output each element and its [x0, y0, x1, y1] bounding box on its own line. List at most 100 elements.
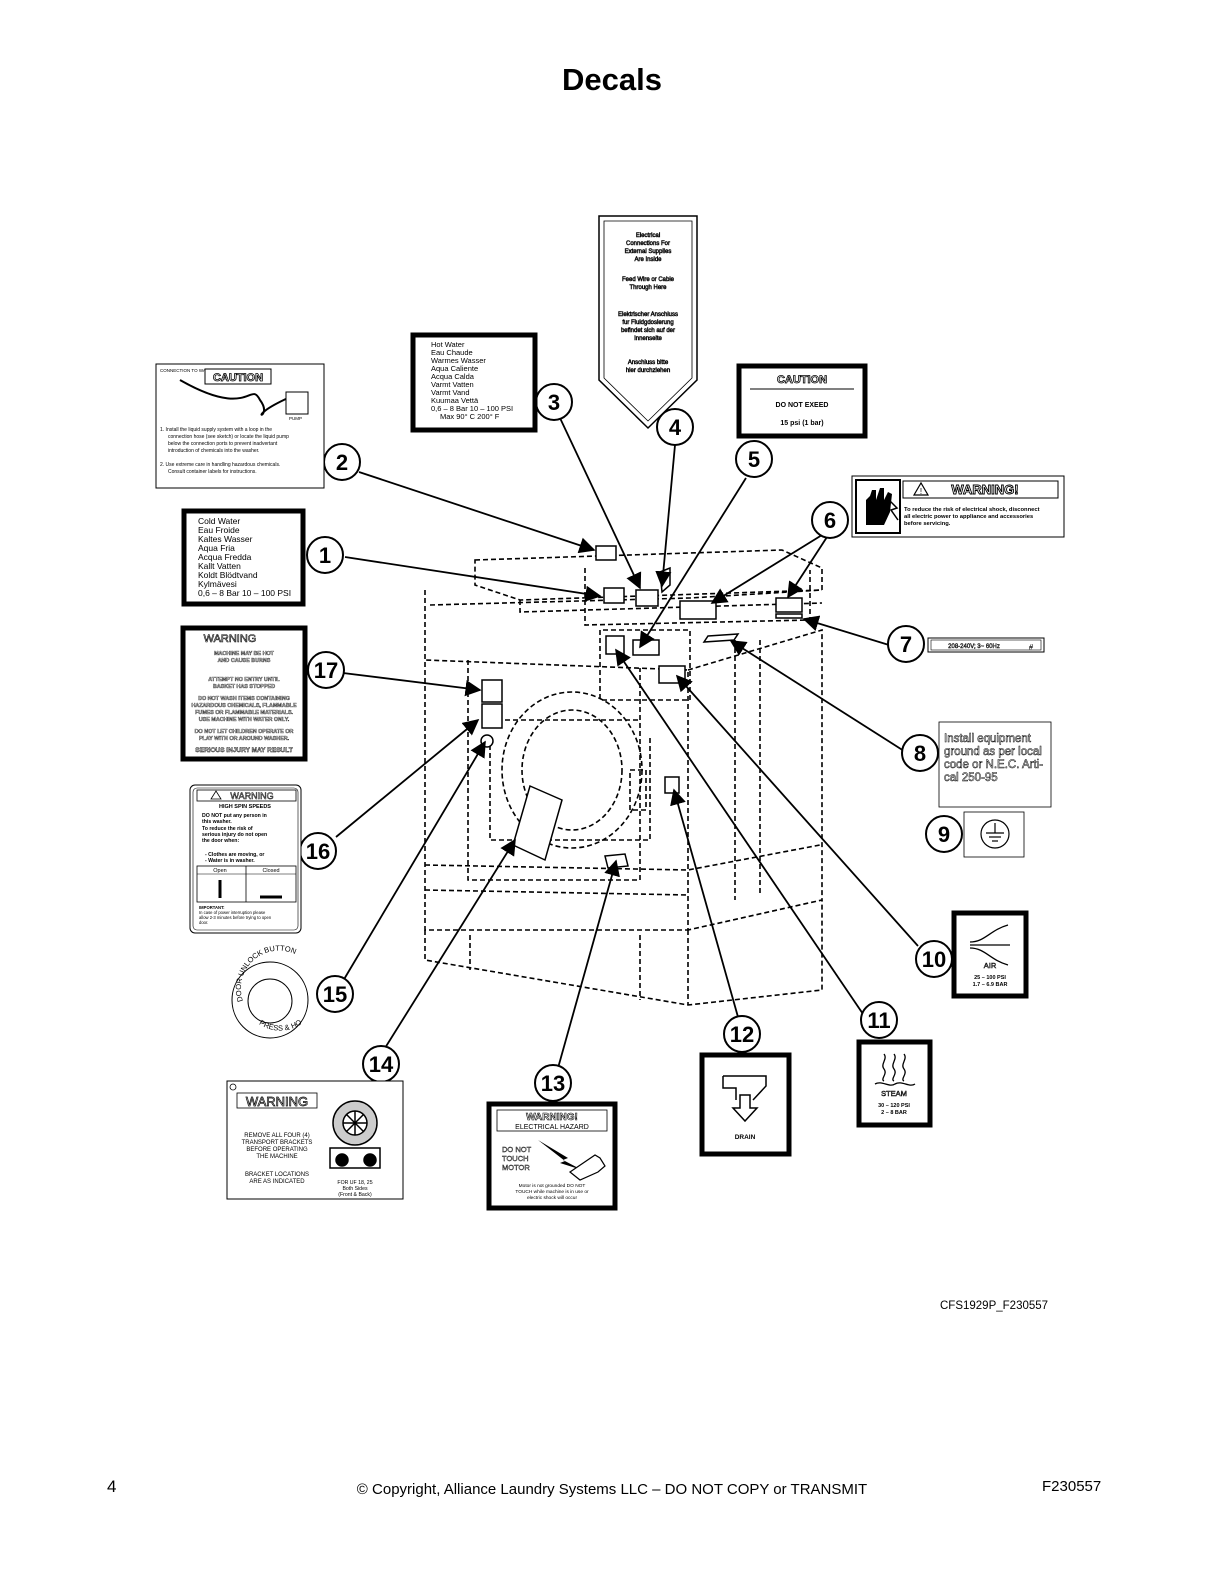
- svg-text:STEAM: STEAM: [881, 1089, 907, 1098]
- svg-text:code or N.E.C. Arti-: code or N.E.C. Arti-: [944, 759, 1043, 771]
- svg-text:Kallt Vatten: Kallt Vatten: [198, 561, 241, 571]
- svg-text:FOR UF 18, 25: FOR UF 18, 25: [337, 1180, 372, 1186]
- svg-text:1. Install the liquid supply: 1. Install the liquid supply system with…: [160, 427, 272, 433]
- svg-text:AND CAUSE BURNS: AND CAUSE BURNS: [218, 658, 271, 664]
- svg-text:this washer.: this washer.: [202, 819, 232, 825]
- decal-transport-brackets: WARNING REMOVE ALL FOUR (4) TRANSPORT BR…: [226, 1080, 404, 1200]
- svg-text:In case of power interruption: In case of power interruption please: [199, 910, 266, 915]
- svg-text:AIR: AIR: [984, 961, 997, 970]
- svg-text:PLAY WITH OR AROUND WASHER.: PLAY WITH OR AROUND WASHER.: [199, 736, 290, 742]
- decal-drain: DRAIN: [699, 1052, 792, 1157]
- svg-text:DO NOT put any person in: DO NOT put any person in: [202, 813, 267, 819]
- decal-hot-water: Hot Water Eau Chaude Warmes Wasser Aqua …: [410, 332, 538, 433]
- callout-17: 17: [307, 651, 345, 689]
- svg-text:To reduce the risk of: To reduce the risk of: [202, 826, 253, 832]
- callout-4: 4: [656, 408, 694, 446]
- svg-text:13: 13: [541, 1071, 565, 1096]
- callout-5: 5: [735, 440, 773, 478]
- callout-11: 11: [860, 1001, 898, 1039]
- decal-electrical-hazard: WARNING! ELECTRICAL HAZARD DO NOT TOUCH …: [486, 1101, 618, 1211]
- svg-text:DRAIN: DRAIN: [735, 1134, 756, 1141]
- svg-text:!: !: [920, 487, 922, 496]
- svg-text:serious injury do not open: serious injury do not open: [202, 832, 267, 838]
- document-number: F230557: [1042, 1478, 1102, 1495]
- svg-text:before servicing.: before servicing.: [904, 521, 951, 527]
- svg-text:Connections For: Connections For: [626, 241, 670, 247]
- callout-15: 15: [316, 975, 354, 1013]
- svg-text:Cold Water: Cold Water: [198, 516, 240, 526]
- decal-ground-text: Install equipment ground as per local co…: [938, 721, 1052, 808]
- svg-text:5: 5: [748, 447, 760, 472]
- svg-text:DO NOT LET CHILDREN OPERATE OR: DO NOT LET CHILDREN OPERATE OR: [195, 729, 294, 735]
- svg-text:WARNING: WARNING: [230, 791, 273, 801]
- svg-text:Warmes Wasser: Warmes Wasser: [431, 356, 486, 365]
- svg-text:the door when:: the door when:: [202, 838, 239, 844]
- svg-text:10: 10: [922, 947, 946, 972]
- page-number: 4: [107, 1477, 117, 1496]
- svg-text:CONNECTION TO WASHER: CONNECTION TO WASHER: [160, 368, 219, 373]
- callout-6: 6: [811, 501, 849, 539]
- decal-cold-water: Cold Water Eau Froide Kaltes Wasser Aqua…: [181, 508, 306, 607]
- svg-text:Feed Wire or Cable: Feed Wire or Cable: [622, 277, 675, 283]
- svg-text:0,6 – 8 Bar 10 – 100 PSI: 0,6 – 8 Bar 10 – 100 PSI: [198, 588, 291, 598]
- svg-text:CAUTION: CAUTION: [777, 374, 827, 386]
- callout-12: 12: [723, 1015, 761, 1053]
- svg-text:External Supplies: External Supplies: [625, 249, 672, 255]
- decal-high-spin: WARNING HIGH SPIN SPEEDS DO NOT put any …: [189, 784, 302, 934]
- svg-text:USE MACHINE WITH WATER ONLY.: USE MACHINE WITH WATER ONLY.: [199, 717, 290, 723]
- page-title: Decals: [562, 62, 662, 97]
- svg-text:cal 250-95: cal 250-95: [944, 772, 998, 784]
- svg-text:Innenseite: Innenseite: [634, 336, 662, 342]
- svg-text:Through Here: Through Here: [629, 285, 667, 291]
- svg-text:1: 1: [319, 543, 331, 568]
- svg-text:Acqua Fredda: Acqua Fredda: [198, 552, 252, 562]
- copyright-notice: © Copyright, Alliance Laundry Systems LL…: [356, 1481, 868, 1498]
- svg-text:below the connection ports to: below the connection ports to prevent in…: [168, 441, 278, 447]
- decal-electrical-connections: Electrical Connections For External Supp…: [598, 215, 698, 430]
- svg-text:fur Fluidgdosierung: fur Fluidgdosierung: [622, 320, 673, 326]
- svg-text:15 psi (1 bar): 15 psi (1 bar): [780, 420, 823, 427]
- svg-text:TOUCH while machine is in use: TOUCH while machine is in use or: [515, 1189, 589, 1195]
- svg-text:6: 6: [824, 508, 836, 533]
- svg-text:Aqua Caliente: Aqua Caliente: [431, 364, 478, 373]
- svg-text:Varmt Vatten: Varmt Vatten: [431, 380, 474, 389]
- callout-7: 7: [887, 625, 925, 663]
- svg-text:befindet sich auf der: befindet sich auf der: [621, 328, 675, 334]
- svg-text:Eau Chaude: Eau Chaude: [431, 348, 473, 357]
- washer-machine-drawing: [424, 549, 823, 1006]
- decal-caution-pressure: CAUTION DO NOT EXEED 15 psi (1 bar): [736, 363, 868, 439]
- svg-text:allow 2-3 minutes before tryin: allow 2-3 minutes before trying to open: [199, 915, 272, 920]
- svg-text:WARNING: WARNING: [204, 633, 257, 645]
- svg-text:Both Sides: Both Sides: [342, 1186, 367, 1192]
- callout-markers: 1 2 3 4 5 6 7 8 9 10 11 12 13 14 15 16 1…: [299, 383, 963, 1102]
- callout-16: 16: [299, 832, 337, 870]
- svg-text:DO NOT WASH ITEMS CONTAINING: DO NOT WASH ITEMS CONTAINING: [198, 696, 290, 702]
- svg-text:14: 14: [369, 1052, 394, 1077]
- svg-text:Kuumaa Vettä: Kuumaa Vettä: [431, 396, 479, 405]
- svg-text:IMPORTANT:: IMPORTANT:: [199, 905, 225, 910]
- svg-text:Hot Water: Hot Water: [431, 340, 465, 349]
- svg-text:208-240V; 3~ 60Hz: 208-240V; 3~ 60Hz: [948, 644, 1000, 650]
- svg-text:BASKET HAS STOPPED: BASKET HAS STOPPED: [213, 684, 275, 690]
- callout-13: 13: [534, 1064, 572, 1102]
- phase-symbol-icon: ⧣: [1029, 642, 1034, 651]
- svg-text:HIGH SPIN SPEEDS: HIGH SPIN SPEEDS: [219, 804, 271, 810]
- hand-shock-icon: [866, 488, 899, 525]
- svg-text:MOTOR: MOTOR: [502, 1163, 530, 1172]
- drain-icon: [722, 1075, 767, 1123]
- svg-text:Motor is not grounded DO NOT: Motor is not grounded DO NOT: [519, 1183, 586, 1189]
- svg-text:11: 11: [867, 1008, 890, 1033]
- svg-text:REMOVE ALL FOUR (4): REMOVE ALL FOUR (4): [244, 1133, 309, 1139]
- decal-chemical-caution: CONNECTION TO WASHER PUMP CAUTION 1. Ins…: [155, 363, 325, 489]
- decal-shock-warning: ! WARNING! To reduce the risk of electri…: [851, 475, 1065, 538]
- svg-text:8: 8: [914, 741, 926, 766]
- svg-text:HAZARDOUS CHEMICALS, FLAMMABLE: HAZARDOUS CHEMICALS, FLAMMABLE: [191, 703, 297, 709]
- svg-text:- Clothes are moving, or: - Clothes are moving, or: [205, 852, 264, 858]
- svg-text:Anschluss bitte: Anschluss bitte: [628, 360, 669, 366]
- svg-text:25 – 100 PSI: 25 – 100 PSI: [974, 975, 1006, 981]
- callout-3: 3: [535, 383, 573, 421]
- svg-text:Kylmävesi: Kylmävesi: [198, 579, 237, 589]
- svg-text:2. Use extreme care in handli: 2. Use extreme care in handling hazardou…: [160, 462, 280, 468]
- decal-hot-machine: WARNING MACHINE MAY BE HOT AND CAUSE BUR…: [180, 625, 308, 762]
- svg-text:ARE AS INDICATED: ARE AS INDICATED: [249, 1179, 305, 1185]
